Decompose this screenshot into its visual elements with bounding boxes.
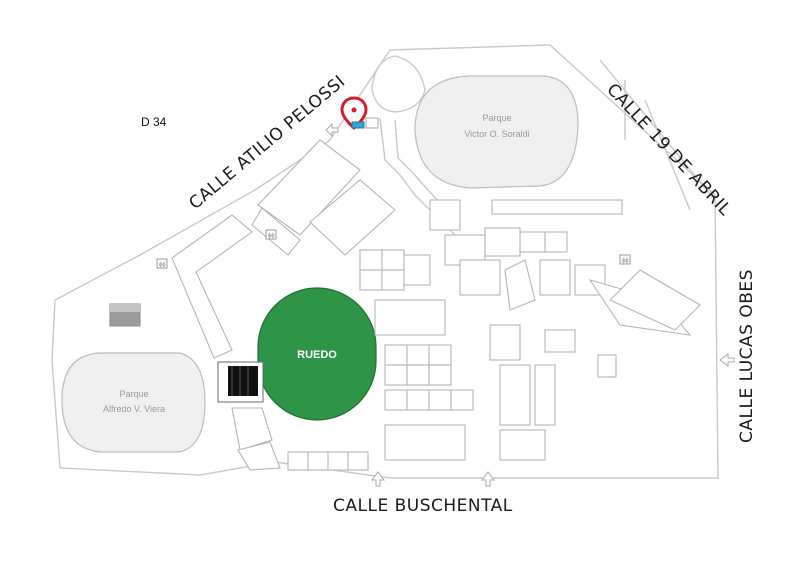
center-stalls [359, 249, 474, 461]
park-alfredo-label-2: Alfredo V. Viera [103, 404, 165, 414]
right-buildings [429, 199, 701, 461]
grandstand [217, 361, 264, 403]
grey-block-top [110, 304, 140, 312]
grounds-outline [51, 44, 719, 479]
park-alfredo-viera [61, 352, 206, 453]
pavilion-atilio [257, 139, 361, 236]
marker-booth-neighbor [365, 117, 379, 129]
pavilion-center [309, 179, 396, 256]
parking-loop [371, 55, 426, 113]
entrance-arrow-icon [325, 122, 735, 487]
park-victor-label-1: Parque [482, 113, 511, 123]
svg-text:ɸɸ: ɸɸ [268, 233, 275, 239]
restroom-icon: ɸɸ [619, 254, 631, 265]
svg-text:ɸɸ: ɸɸ [159, 262, 166, 268]
stand-lower [231, 407, 273, 451]
restroom-icon: ɸɸ [156, 258, 168, 269]
park-victor-label-2: Victor O. Soraldi [464, 129, 529, 139]
street-lucas-obes: CALLE LUCAS OBES [737, 269, 757, 443]
marker-booth [351, 121, 365, 129]
bottom-booths [287, 451, 369, 471]
park-alfredo-label-1: Parque [119, 389, 148, 399]
restroom-icon: ɸɸ [265, 229, 277, 240]
stand-lower-2 [237, 441, 281, 471]
svg-text:ɸɸ: ɸɸ [622, 258, 629, 264]
ruedo-label: RUEDO [297, 349, 337, 361]
booth-label: D 34 [141, 115, 167, 129]
left-wing [171, 214, 253, 359]
park-victor-soraldi [414, 75, 579, 189]
ruedo-arena [257, 287, 377, 421]
street-19-de-abril: CALLE 19 DE ABRIL [602, 80, 735, 220]
street-buschental: CALLE BUSCHENTAL [333, 496, 513, 516]
grounds-inner-edge [599, 59, 716, 211]
